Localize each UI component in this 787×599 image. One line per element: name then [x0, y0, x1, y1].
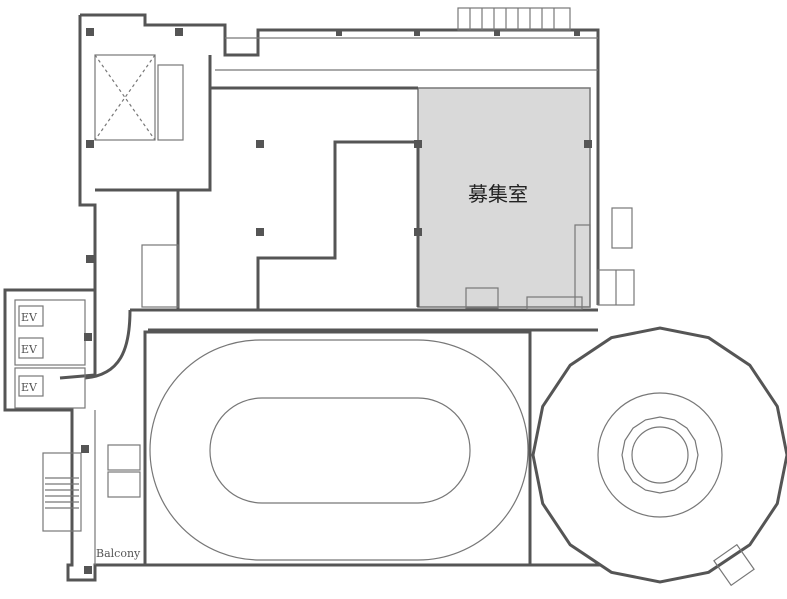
right-stair [597, 207, 635, 306]
round-hall [531, 326, 787, 587]
interior-walls [59, 140, 598, 380]
rink [143, 330, 532, 567]
ev-label-3: EV [21, 381, 38, 394]
bottom-left-stair [42, 410, 141, 565]
top-stairs [457, 7, 571, 31]
ev-label-2: EV [21, 343, 38, 356]
elevator-block: EV EV EV [14, 299, 86, 409]
highlighted-room[interactable] [417, 87, 591, 308]
top-left-stair [94, 54, 184, 141]
room-label: 募集室 [468, 182, 528, 206]
balcony-label: Balcony [96, 547, 141, 560]
room-label-group: 募集室 Balcony [96, 182, 528, 560]
columns [81, 28, 592, 574]
ev-label-1: EV [21, 311, 38, 324]
